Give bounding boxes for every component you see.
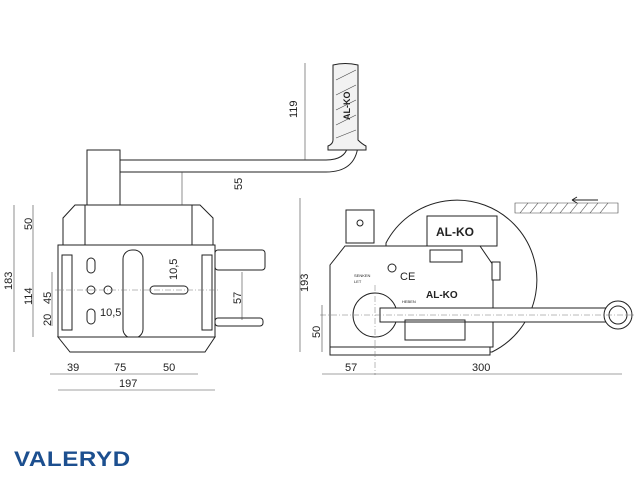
front-dimensions: 50 183 114 45 20 10,5 10,5 57 39 75 50 1… xyxy=(3,63,306,391)
winch-side-view: AL-KO CE AL-KO SENKEN LET HEBEN xyxy=(320,196,635,375)
dim-arm-height: 55 xyxy=(233,178,245,190)
dim-total-width: 197 xyxy=(119,378,137,390)
dim-bracket-spacing: 57 xyxy=(232,292,244,304)
raise-label: HEBEN xyxy=(402,299,416,304)
side-dimensions: 193 50 57 300 xyxy=(299,198,622,375)
winch-front-view xyxy=(55,204,266,353)
dim-axis-offset: 57 xyxy=(345,362,357,374)
dim-total-height: 183 xyxy=(3,272,15,290)
dim-arm-length: 300 xyxy=(472,362,490,374)
dim-w1: 39 xyxy=(67,362,79,374)
dim-w3: 50 xyxy=(163,362,175,374)
dim-slot-dia: 10,5 xyxy=(168,259,180,280)
dim-hole-spacing: 45 xyxy=(42,292,54,304)
dim-axis-height: 50 xyxy=(311,326,323,338)
lower-label: SENKEN xyxy=(354,273,371,278)
crank-handle: AL-KO xyxy=(86,63,367,206)
dim-cap-height: 50 xyxy=(23,218,35,230)
dim-w2: 75 xyxy=(114,362,126,374)
grip-brand: AL-KO xyxy=(342,92,352,121)
dim-body-height: 114 xyxy=(23,287,35,305)
dim-hole-offset: 20 xyxy=(42,314,54,326)
valeryd-logo: VALERYD xyxy=(14,448,131,471)
dim-hole-dia: 10,5 xyxy=(100,307,121,319)
lower2-label: LET xyxy=(354,279,362,284)
dim-side-height: 193 xyxy=(299,274,311,292)
alko-label-body: AL-KO xyxy=(426,290,458,301)
dim-grip-height: 119 xyxy=(288,100,300,118)
alko-label-drum: AL-KO xyxy=(436,225,474,239)
ce-mark: CE xyxy=(400,271,415,283)
